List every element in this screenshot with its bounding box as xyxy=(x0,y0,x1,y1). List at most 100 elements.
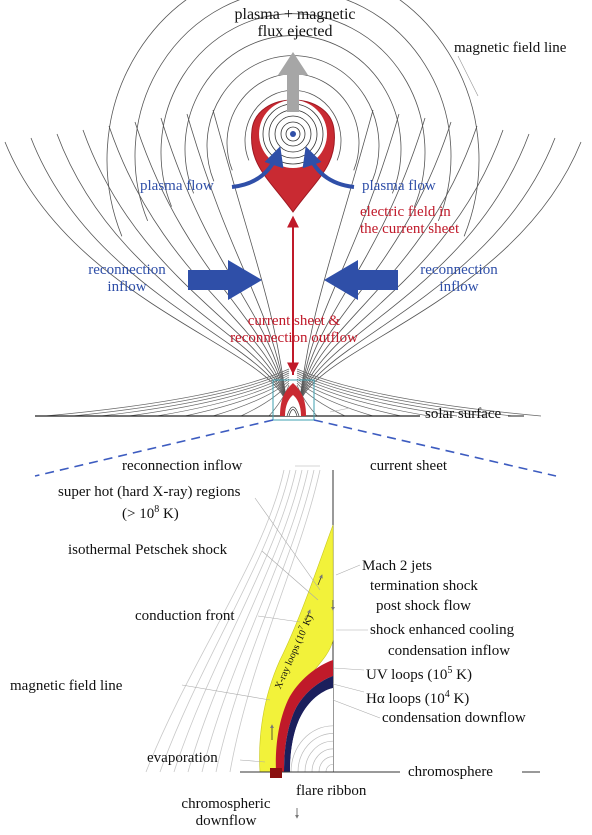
inner-loop xyxy=(318,756,334,773)
plasma-flow-arrow-left xyxy=(231,146,284,189)
magnetic-field-line-label: magnetic field line xyxy=(454,40,567,56)
arcade-line xyxy=(296,380,374,417)
zoom-box xyxy=(272,379,315,421)
super-hot-label: super hot (hard X-ray) regions (> 108 K) xyxy=(58,484,240,523)
zoom-line-right xyxy=(313,419,557,477)
inner-loop xyxy=(304,740,334,773)
field-line xyxy=(212,109,288,406)
halpha-loops-post: K) xyxy=(449,691,470,707)
field-lines-group xyxy=(4,0,582,406)
plasma-flow-left-label: plasma flow xyxy=(140,178,214,194)
chromospheric-line2: downflow xyxy=(195,813,257,829)
arcade-line xyxy=(296,376,430,417)
arcade-line xyxy=(296,368,542,417)
evaporation-label: evaporation xyxy=(147,750,218,766)
arcade-line xyxy=(268,384,290,417)
uv-loops-label: UV loops (105 K) xyxy=(366,662,472,684)
reconnection-inflow-left-2: inflow xyxy=(107,279,147,295)
field-line xyxy=(134,121,288,406)
field-line-pointer xyxy=(457,55,479,97)
field-line xyxy=(106,0,480,237)
electric-field-label: electric field in the current sheet xyxy=(360,204,459,238)
uv-loop-region xyxy=(275,660,333,772)
arcade-line xyxy=(296,378,402,417)
uv-loops-post: K) xyxy=(452,667,472,683)
faint-field-line xyxy=(145,469,285,773)
uv-loops-exp: 5 xyxy=(447,665,453,676)
title-line2: flux ejected xyxy=(257,23,333,40)
arcade-line xyxy=(296,372,486,417)
field-line xyxy=(4,141,288,406)
arcade-line xyxy=(184,378,290,417)
faint-field-line xyxy=(215,469,315,773)
field-line xyxy=(108,125,288,406)
field-line xyxy=(184,35,402,194)
conduction-front-label: conduction front xyxy=(135,608,235,624)
arcade-line xyxy=(240,382,290,417)
arcade-line xyxy=(72,370,290,417)
field-line xyxy=(298,109,374,406)
arcade-line xyxy=(296,374,458,417)
title-label: plasma + magnetic flux ejected xyxy=(232,6,358,40)
electric-field-line1: electric field in xyxy=(360,204,451,220)
inner-loop xyxy=(325,763,334,773)
chromospheric-line1: chromospheric xyxy=(181,796,271,812)
faint-field-line xyxy=(173,469,297,773)
electric-field-line2: the current sheet xyxy=(360,221,460,237)
faint-field-lines xyxy=(145,469,321,773)
faint-field-line xyxy=(187,469,303,773)
post-shock-flow-label: post shock flow xyxy=(376,598,471,614)
field-line xyxy=(56,133,288,406)
zoomed-flare-loop xyxy=(145,407,540,778)
field-line xyxy=(134,0,452,222)
termination-shock-label: termination shock xyxy=(370,578,478,594)
plasmoid-core xyxy=(290,131,296,137)
faint-field-line xyxy=(159,469,291,773)
inner-loop xyxy=(290,725,334,773)
inflow-arrow-left xyxy=(188,260,262,300)
super-hot-pre: (> 10 xyxy=(122,506,155,522)
flare-ribbon xyxy=(270,768,282,778)
mach-jets-label: Mach 2 jets xyxy=(362,558,432,574)
super-hot-line1: super hot (hard X-ray) regions xyxy=(58,484,241,500)
arcade-line xyxy=(212,380,290,417)
arcade-lines-group xyxy=(44,368,542,417)
inner-loop xyxy=(311,748,334,773)
field-line xyxy=(298,121,452,406)
arcade-line xyxy=(100,372,290,417)
reconnection-inflow-label: reconnection inflow xyxy=(122,458,243,474)
flare-ribbon-label: flare ribbon xyxy=(296,783,367,799)
arcade-line xyxy=(128,374,290,417)
plasma-flow-right-label: plasma flow xyxy=(362,178,436,194)
inflow-arrow-right xyxy=(324,260,398,300)
condensation-inflow-label: condensation inflow xyxy=(388,643,511,659)
ejection-arrow xyxy=(278,52,308,112)
magnetic-field-line-bottom-label: magnetic field line xyxy=(10,678,123,694)
inner-loop xyxy=(297,733,334,773)
inner-loops xyxy=(290,725,334,773)
arcade-line xyxy=(296,382,346,417)
shock-cooling-label: shock enhanced cooling xyxy=(370,622,515,638)
solar-surface-label: solar surface xyxy=(425,406,502,422)
isothermal-shock-label: isothermal Petschek shock xyxy=(68,542,228,558)
chromosphere-label: chromosphere xyxy=(408,764,493,780)
chromospheric-downflow-label: chromospheric downflow xyxy=(176,796,276,830)
reconnection-inflow-right-label: reconnection inflow xyxy=(404,262,514,296)
halpha-loops-label: Hα loops (104 K) xyxy=(366,686,469,708)
arcade-line xyxy=(296,384,318,417)
field-line xyxy=(298,133,530,406)
current-sheet-line1: current sheet & xyxy=(247,313,341,329)
plasma-flow-arrow-right xyxy=(302,146,355,189)
arcade-line xyxy=(156,376,290,417)
current-sheet-line2: reconnection outflow xyxy=(230,330,358,346)
current-sheet-label: current sheet & reconnection outflow xyxy=(224,313,364,347)
arcade-line xyxy=(296,370,514,417)
current-sheet-bottom-label: current sheet xyxy=(370,458,448,474)
super-hot-exp: 8 xyxy=(154,504,160,515)
faint-field-line xyxy=(229,469,321,773)
halpha-loops-pre: Hα loops (10 xyxy=(366,691,445,707)
field-line xyxy=(298,125,478,406)
title-line1: plasma + magnetic xyxy=(234,6,356,23)
